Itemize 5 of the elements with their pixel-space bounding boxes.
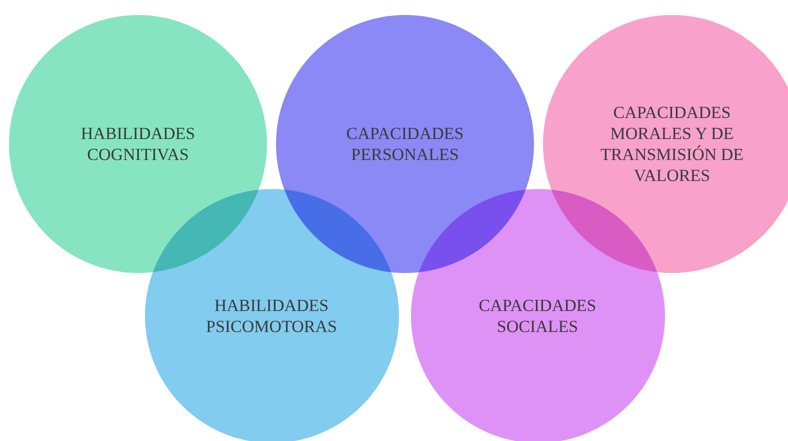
node-label: HABILIDADES PSICOMOTORAS — [204, 294, 338, 336]
node-label: HABILIDADES COGNITIVAS — [80, 123, 196, 165]
node-label: CAPACIDADES PERSONALES — [345, 123, 465, 165]
node-label: CAPACIDADES MORALES Y DE TRANSMISIÓN DE VALORES — [599, 102, 745, 186]
node-label: CAPACIDADES SOCIALES — [478, 294, 598, 336]
